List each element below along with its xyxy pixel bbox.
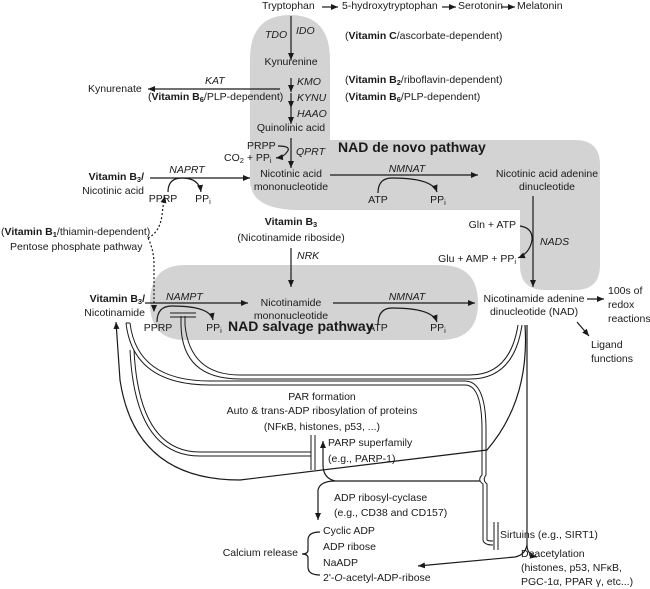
nicotinamide-riboside-label: (Nicotinamide riboside) (237, 232, 345, 244)
glu-amp-ppi-label: Glu + AMP + PPi (438, 253, 516, 266)
ribosylation-label: Auto & trans-ADP ribosylation of protein… (226, 405, 418, 417)
sirtuin-targets-label-1: (histones, p53, NFκB, (521, 562, 622, 574)
deacetylation-label: Deacetylation (521, 548, 585, 560)
parp-line (320, 441, 336, 482)
ppi-salvage-label: PPi (430, 322, 446, 335)
pentose-phosphate-pathway-label: Pentose phosphate pathway (10, 241, 143, 253)
nmnat-denovo-enzyme-label: NMNAT (388, 163, 426, 175)
salvage-pathway-title: NAD salvage pathway (228, 318, 374, 334)
kmo-enzyme-label: KMO (297, 76, 321, 88)
prpp-label: PRPP (247, 140, 276, 152)
ppi-denovo-label: PPi (430, 194, 446, 207)
qprt-enzyme-label: QPRT (296, 146, 325, 158)
de-novo-pathway-region (250, 15, 600, 290)
parp-example-label: (e.g., PARP-1) (328, 453, 396, 465)
redox-label-1: 100s of (608, 285, 643, 297)
vitamin-c-note: (Vitamin C/ascorbate-dependent) (345, 30, 503, 42)
atp-salvage-label: ATP (368, 322, 388, 334)
gln-atp-label: Gln + ATP (468, 219, 516, 231)
nad-label-2: dinucleotide (NAD) (489, 306, 579, 318)
haao-enzyme-label: HAAO (297, 108, 327, 120)
kat-enzyme-label: KAT (205, 75, 225, 87)
return-line-outer (113, 321, 527, 481)
quinolinic-acid-label: Quinolinic acid (256, 122, 326, 134)
nmnat-salvage-enzyme-label: NMNAT (388, 291, 426, 303)
calcium-release-label: Calcium release (222, 547, 298, 559)
parp-inhibition-double-line (129, 349, 316, 470)
redox-label-3: reactions (608, 313, 650, 325)
nmnat-salvage-curve (377, 307, 438, 326)
prpp-curve (275, 145, 289, 161)
ido-enzyme-label: IDO (296, 25, 315, 37)
par-formation-label: PAR formation (288, 391, 356, 403)
5-hydroxytryptophan-label: 5-hydroxytryptophan (342, 0, 438, 12)
naprt-enzyme-label: NAPRT (169, 164, 205, 176)
nampt-pprp-label: PPRP (143, 322, 173, 334)
vitamin-b1-note: (Vitamin B1/thiamin-dependent) (1, 226, 151, 239)
parp-superfamily-label: PARP superfamily (328, 437, 413, 449)
product-cyclic-adp: Cyclic ADP (323, 525, 375, 537)
sirtuin-to-oaadpr (417, 544, 528, 569)
co2-ppi-label: CO2 + PPi (224, 152, 272, 165)
naad-label-2: dinucleotide (518, 181, 576, 193)
tdo-enzyme-label: TDO (265, 29, 288, 41)
vitamin-b3-nr-label: Vitamin B3 (264, 216, 318, 229)
ligand-label-2: functions (591, 353, 634, 365)
serotonin-label: Serotonin (458, 0, 503, 12)
nampt-enzyme-label: NAMPT (166, 291, 203, 303)
tryptophan-label: Tryptophan (262, 0, 315, 12)
naprt-pprp-label: PPRP (148, 193, 178, 205)
nicotinamide-double-line-outer (125, 322, 494, 546)
vitamin-b3-nicotinic-acid-label: Vitamin B3/ (88, 171, 144, 184)
sirtuin-inhibition-bar (493, 522, 499, 550)
ligand-label-1: Ligand (591, 339, 623, 351)
product-oaadpr: 2'-O-acetyl-ADP-ribose (323, 572, 431, 584)
namn-label-2: mononucleotide (253, 181, 329, 193)
naprt-curve (167, 177, 203, 193)
nampt-curve (156, 305, 215, 323)
naprt-ppi-label: PPi (195, 193, 211, 206)
parp-targets-label: (NFκB, histones, p53, ...) (263, 421, 381, 433)
vitamin-b2-note: (Vitamin B2/riboflavin-dependent) (345, 74, 503, 87)
sirtuin-line (526, 325, 538, 559)
adp-ribosyl-cyclase-label: ADP ribosyl-cyclase (334, 492, 428, 504)
nicotinamide-label: Nicotinamide (84, 307, 145, 319)
sirtuins-label: Sirtuins (e.g., SIRT1) (500, 529, 598, 541)
nmnat-denovo-curve (377, 177, 438, 194)
nads-curve (517, 225, 533, 259)
nmn-label-1: Nicotinamide (260, 297, 322, 309)
nmn-label-2: mononucleotide (253, 310, 329, 322)
naad-label-1: Nicotinic acid adenine (495, 168, 599, 180)
kynurenate-label: Kynurenate (88, 83, 142, 95)
ppp-dotted-arrow-up (147, 195, 167, 239)
nad-label-1: Nicotinamide adenine (483, 293, 585, 305)
atp-denovo-label: ATP (368, 194, 388, 206)
kynu-enzyme-label: KYNU (297, 92, 327, 104)
product-naadp: NaADP (323, 557, 359, 569)
de-novo-pathway-title: NAD de novo pathway (338, 139, 486, 155)
nads-enzyme-label: NADS (540, 236, 570, 248)
arrow-ligand (576, 321, 590, 337)
kat-vitamin-b6-note: (Vitamin B6/PLP-dependent) (148, 91, 284, 104)
namn-label-1: Nicotinic acid (260, 168, 322, 180)
salvage-pathway-region (150, 265, 478, 340)
calcium-release-brace (301, 531, 321, 576)
vitamin-b3-nicotinamide-label: Vitamin B3/ (89, 293, 145, 306)
cyclase-example-label: (e.g., CD38 and CD157) (334, 507, 448, 519)
product-adp-ribose: ADP ribose (323, 541, 376, 553)
melatonin-label: Melatonin (517, 0, 563, 12)
nrk-enzyme-label: NRK (297, 250, 320, 262)
kynurenine-label: Kynurenine (264, 56, 318, 68)
salvage-inhibition-double-line (170, 312, 523, 380)
sirtuin-targets-label-2: PGC-1α, PPAR γ, etc...) (521, 576, 634, 588)
vitamin-b6-note: (Vitamin B6/PLP-dependent) (345, 91, 481, 104)
redox-label-2: redox (608, 299, 635, 311)
nampt-ppi-label: PPi (206, 322, 222, 335)
nicotinic-acid-label: Nicotinic acid (82, 185, 144, 197)
